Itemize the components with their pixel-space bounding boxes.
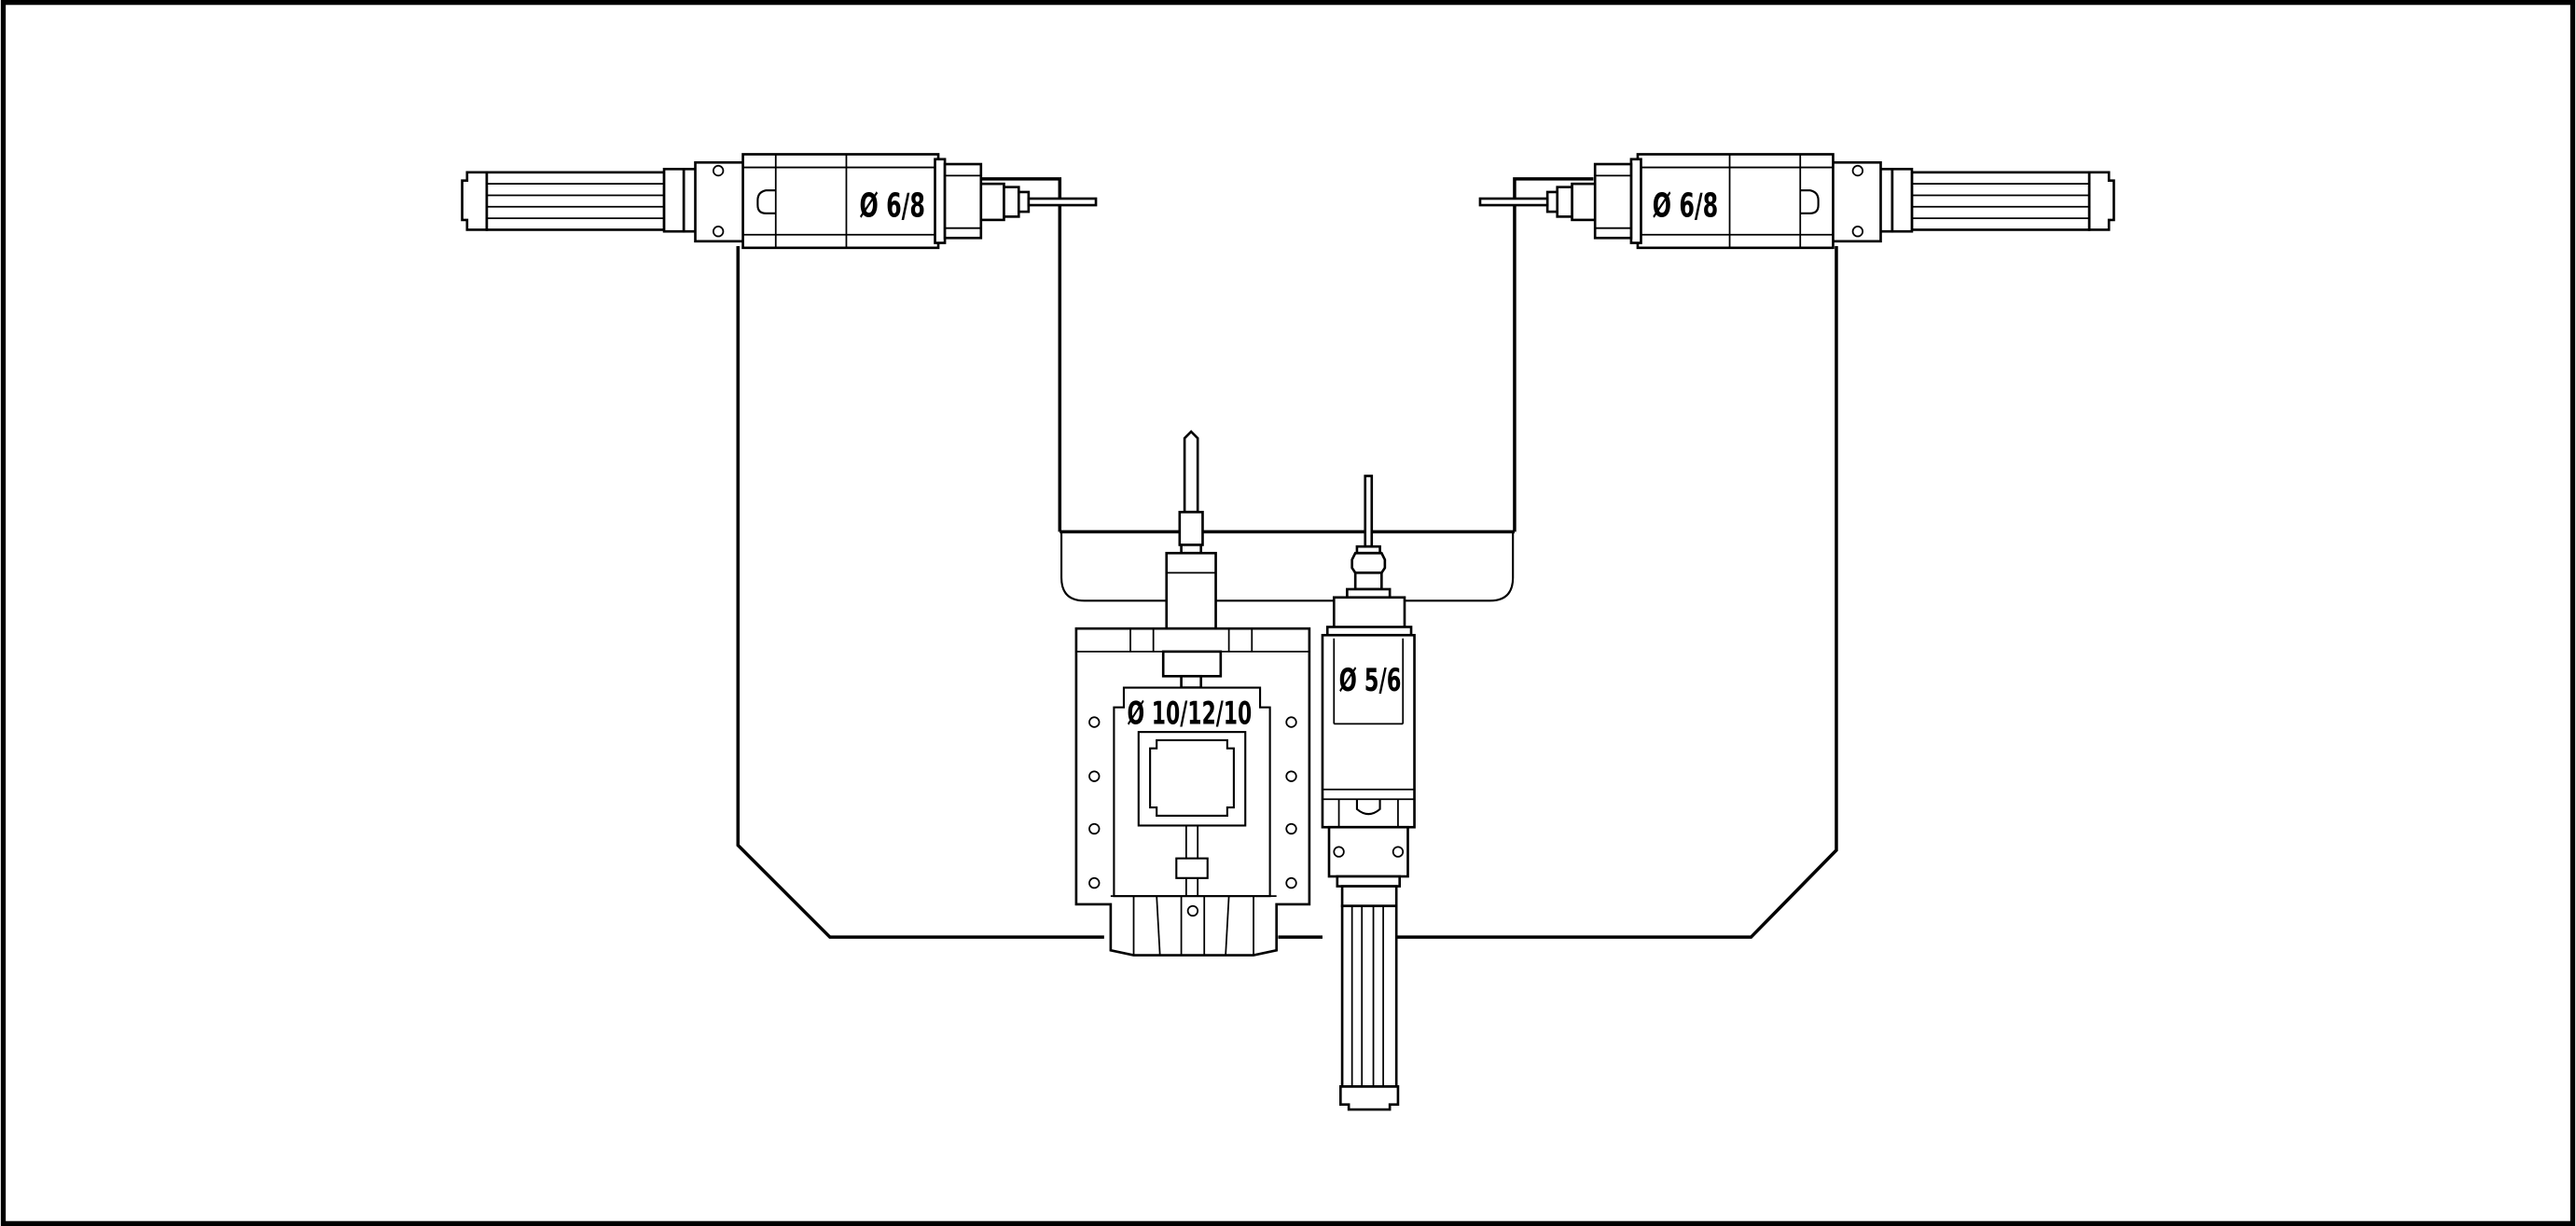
manifold-bottom bbox=[1060, 531, 1515, 602]
right-actuator-label: Ø 6/8 bbox=[1653, 186, 1718, 225]
left-outer-pipe bbox=[736, 246, 1104, 939]
left-actuator-rod bbox=[1027, 197, 1098, 207]
left-actuator-flange bbox=[694, 160, 746, 243]
left-actuator: Ø 6/8 bbox=[461, 153, 1098, 250]
valve-main-body bbox=[1321, 633, 1416, 829]
left-inner-pipe bbox=[980, 177, 1062, 532]
left-actuator-ring bbox=[934, 158, 947, 244]
right-valve-label: Ø 5/6 bbox=[1339, 662, 1402, 698]
valve-upper-body bbox=[1332, 596, 1406, 632]
valve-cup bbox=[1355, 799, 1381, 816]
right-inner-pipe bbox=[1513, 177, 1594, 532]
valve-tail-cap bbox=[1339, 1085, 1400, 1111]
left-actuator-notch bbox=[756, 189, 776, 214]
center-window-outer bbox=[1137, 731, 1247, 827]
left-actuator-tail bbox=[461, 171, 489, 231]
right-outer-pipe bbox=[1396, 246, 1838, 939]
left-actuator-barrel bbox=[485, 171, 666, 231]
center-window-inner bbox=[1149, 738, 1235, 817]
valve-probe bbox=[1364, 475, 1374, 548]
right-actuator: Ø 6/8 bbox=[1478, 153, 2115, 250]
left-actuator-label: Ø 6/8 bbox=[860, 186, 925, 225]
center-probe-base bbox=[1178, 510, 1204, 546]
right-valve: Ø 5/6 bbox=[1321, 475, 1416, 1111]
center-block-label: Ø 10/12/10 bbox=[1127, 695, 1252, 731]
center-probe-tip bbox=[1183, 430, 1199, 514]
left-flange-hole-top bbox=[712, 164, 725, 177]
center-hole bbox=[1088, 716, 1101, 728]
valve-nozzle bbox=[1350, 551, 1387, 574]
valve-barrel bbox=[1340, 904, 1398, 1088]
center-inlet-fitting bbox=[1165, 551, 1217, 630]
pipe-lines bbox=[736, 177, 1838, 939]
valve-lower-block bbox=[1327, 825, 1409, 878]
left-flange-hole-bottom bbox=[712, 226, 725, 238]
left-actuator-collar bbox=[662, 167, 686, 233]
center-block: Ø 10/12/10 bbox=[1074, 430, 1311, 957]
center-stem-block bbox=[1175, 857, 1209, 879]
